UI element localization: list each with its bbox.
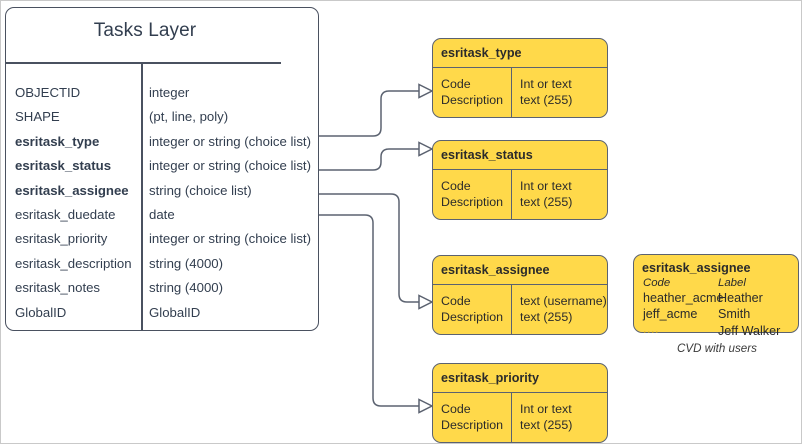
table-row[interactable]: OBJECTID integer <box>6 85 318 109</box>
domain-header-divider <box>432 169 608 171</box>
domain-column-divider <box>511 284 513 335</box>
arrowhead-type <box>418 83 434 99</box>
entity-header-divider <box>5 62 281 64</box>
arrowhead-priority <box>418 398 434 414</box>
field-name: esritask_status <box>15 158 112 174</box>
field-name: esritask_description <box>15 255 132 271</box>
table-row[interactable]: esritask_status integer or string (choic… <box>6 158 318 182</box>
table-row[interactable]: esritask_assignee string (choice list) <box>6 183 318 207</box>
domain-right-column: Int or text text (255) <box>520 179 573 209</box>
field-type: string (4000) <box>149 255 224 271</box>
connector-to-assignee <box>319 193 419 303</box>
field-type: date <box>149 206 175 222</box>
domain-title: esritask_priority <box>441 371 540 385</box>
domain-right-column: text (username) text (255) <box>520 294 607 324</box>
domain-title: esritask_assignee <box>441 263 550 277</box>
field-type: integer or string (choice list) <box>149 231 311 247</box>
field-name: esritask_notes <box>15 280 101 296</box>
field-type: integer or string (choice list) <box>149 158 311 174</box>
domain-title: esritask_status <box>441 148 533 162</box>
cvd-more-indicator: .... <box>643 322 659 336</box>
domain-column-divider <box>511 392 513 443</box>
domain-header-divider <box>432 67 608 69</box>
domain-header-divider <box>432 284 608 286</box>
domain-title: esritask_type <box>441 46 522 60</box>
arrowhead-assignee <box>418 294 434 310</box>
field-type: GlobalID <box>149 304 201 320</box>
domain-right-column: Int or text text (255) <box>520 77 573 107</box>
domain-left-column: Code Description <box>441 77 503 107</box>
field-name: GlobalID <box>15 304 67 320</box>
cvd-caption: CVD with users <box>677 342 757 355</box>
domain-box-esritask-priority[interactable]: esritask_priority Code Description Int o… <box>432 363 608 443</box>
entity-column-divider <box>141 62 143 331</box>
connector-to-type <box>319 90 419 137</box>
cvd-header-code: Code <box>643 277 671 289</box>
cvd-code-values: heather_acme jeff_acme <box>643 291 724 322</box>
table-row[interactable]: esritask_duedate date <box>6 207 318 231</box>
field-type: string (choice list) <box>149 182 252 198</box>
field-type: (pt, line, poly) <box>149 109 229 125</box>
field-name: OBJECTID <box>15 85 81 100</box>
field-name: esritask_priority <box>15 231 108 247</box>
connector-to-status <box>319 148 419 171</box>
field-type: string (4000) <box>149 280 224 296</box>
domain-column-divider <box>511 67 513 118</box>
table-row[interactable]: esritask_notes string (4000) <box>6 280 318 304</box>
arrowhead-status <box>418 141 434 157</box>
field-name: esritask_type <box>15 133 100 149</box>
cvd-label-values: Heather Smith Jeff Walker <box>718 291 781 338</box>
table-row[interactable]: GlobalID GlobalID <box>6 305 318 329</box>
table-row[interactable]: esritask_description string (4000) <box>6 256 318 280</box>
domain-header-divider <box>432 392 608 394</box>
domain-box-esritask-assignee[interactable]: esritask_assignee Code Description text … <box>432 255 608 335</box>
field-type: integer or string (choice list) <box>149 133 311 149</box>
entity-title: Tasks Layer <box>93 20 197 41</box>
domain-box-esritask-type[interactable]: esritask_type Code Description Int or te… <box>432 38 608 118</box>
cvd-box-esritask-assignee[interactable]: esritask_assignee Code Label heather_acm… <box>633 254 799 338</box>
field-name: SHAPE <box>15 109 60 125</box>
domain-left-column: Code Description <box>441 294 503 324</box>
entity-field-list: OBJECTID integer SHAPE (pt, line, poly) … <box>6 85 318 329</box>
table-row[interactable]: SHAPE (pt, line, poly) <box>6 109 318 133</box>
domain-left-column: Code Description <box>441 179 503 209</box>
entity-tasks-layer[interactable]: Tasks Layer OBJECTID integer SHAPE (pt, … <box>5 7 319 331</box>
domain-column-divider <box>511 169 513 220</box>
field-type: integer <box>149 85 190 100</box>
domain-box-esritask-status[interactable]: esritask_status Code Description Int or … <box>432 140 608 220</box>
table-row[interactable]: esritask_type integer or string (choice … <box>6 134 318 158</box>
domain-left-column: Code Description <box>441 402 503 432</box>
cvd-header-label: Label <box>718 277 746 289</box>
field-name: esritask_assignee <box>15 182 129 198</box>
field-name: esritask_duedate <box>15 206 116 222</box>
cvd-title: esritask_assignee <box>642 261 751 275</box>
connector-to-priority <box>319 214 419 407</box>
table-row[interactable]: esritask_priority integer or string (cho… <box>6 231 318 255</box>
domain-right-column: Int or text text (255) <box>520 402 573 432</box>
